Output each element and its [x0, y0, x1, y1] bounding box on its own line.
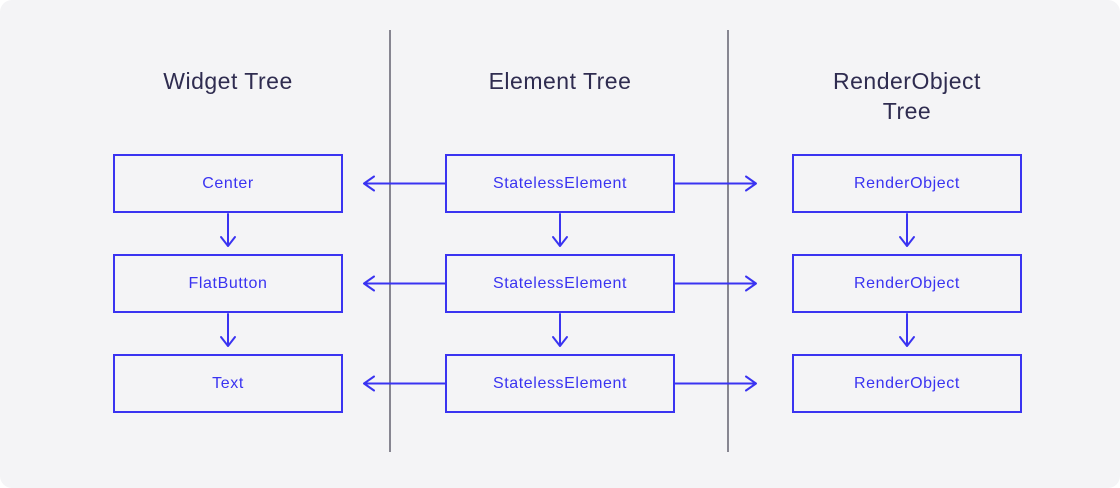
arrow-left-icon [363, 375, 446, 392]
node-label: Text [212, 374, 244, 392]
node-render-object-3: RenderObject [792, 354, 1022, 413]
node-label: RenderObject [854, 174, 960, 192]
arrow-left-icon [363, 275, 446, 292]
arrow-down-icon [220, 313, 236, 347]
arrow-down-icon [552, 213, 568, 247]
column-title-renderobject-tree: RenderObject Tree [833, 68, 981, 124]
arrow-right-icon [674, 175, 757, 192]
column-title-widget-tree: Widget Tree [163, 68, 293, 94]
node-label: StatelessElement [492, 374, 628, 392]
arrow-down-icon [899, 313, 915, 347]
column-divider [389, 30, 391, 452]
node-stateless-element-2: StatelessElement [445, 254, 675, 313]
arrow-right-icon [674, 375, 757, 392]
node-label: RenderObject [854, 274, 960, 292]
node-stateless-element-3: StatelessElement [445, 354, 675, 413]
node-stateless-element-1: StatelessElement [445, 154, 675, 213]
arrow-left-icon [363, 175, 446, 192]
node-flatbutton: FlatButton [113, 254, 343, 313]
arrow-down-icon [220, 213, 236, 247]
node-render-object-1: RenderObject [792, 154, 1022, 213]
node-label: FlatButton [188, 274, 268, 292]
node-label: StatelessElement [492, 274, 628, 292]
column-title-element-tree: Element Tree [488, 68, 632, 94]
node-label: StatelessElement [492, 174, 628, 192]
node-text: Text [113, 354, 343, 413]
node-label: Center [202, 174, 254, 192]
node-render-object-2: RenderObject [792, 254, 1022, 313]
column-divider [727, 30, 729, 452]
arrow-down-icon [552, 313, 568, 347]
arrow-down-icon [899, 213, 915, 247]
node-label: RenderObject [854, 374, 960, 392]
arrow-right-icon [674, 275, 757, 292]
node-center: Center [113, 154, 343, 213]
